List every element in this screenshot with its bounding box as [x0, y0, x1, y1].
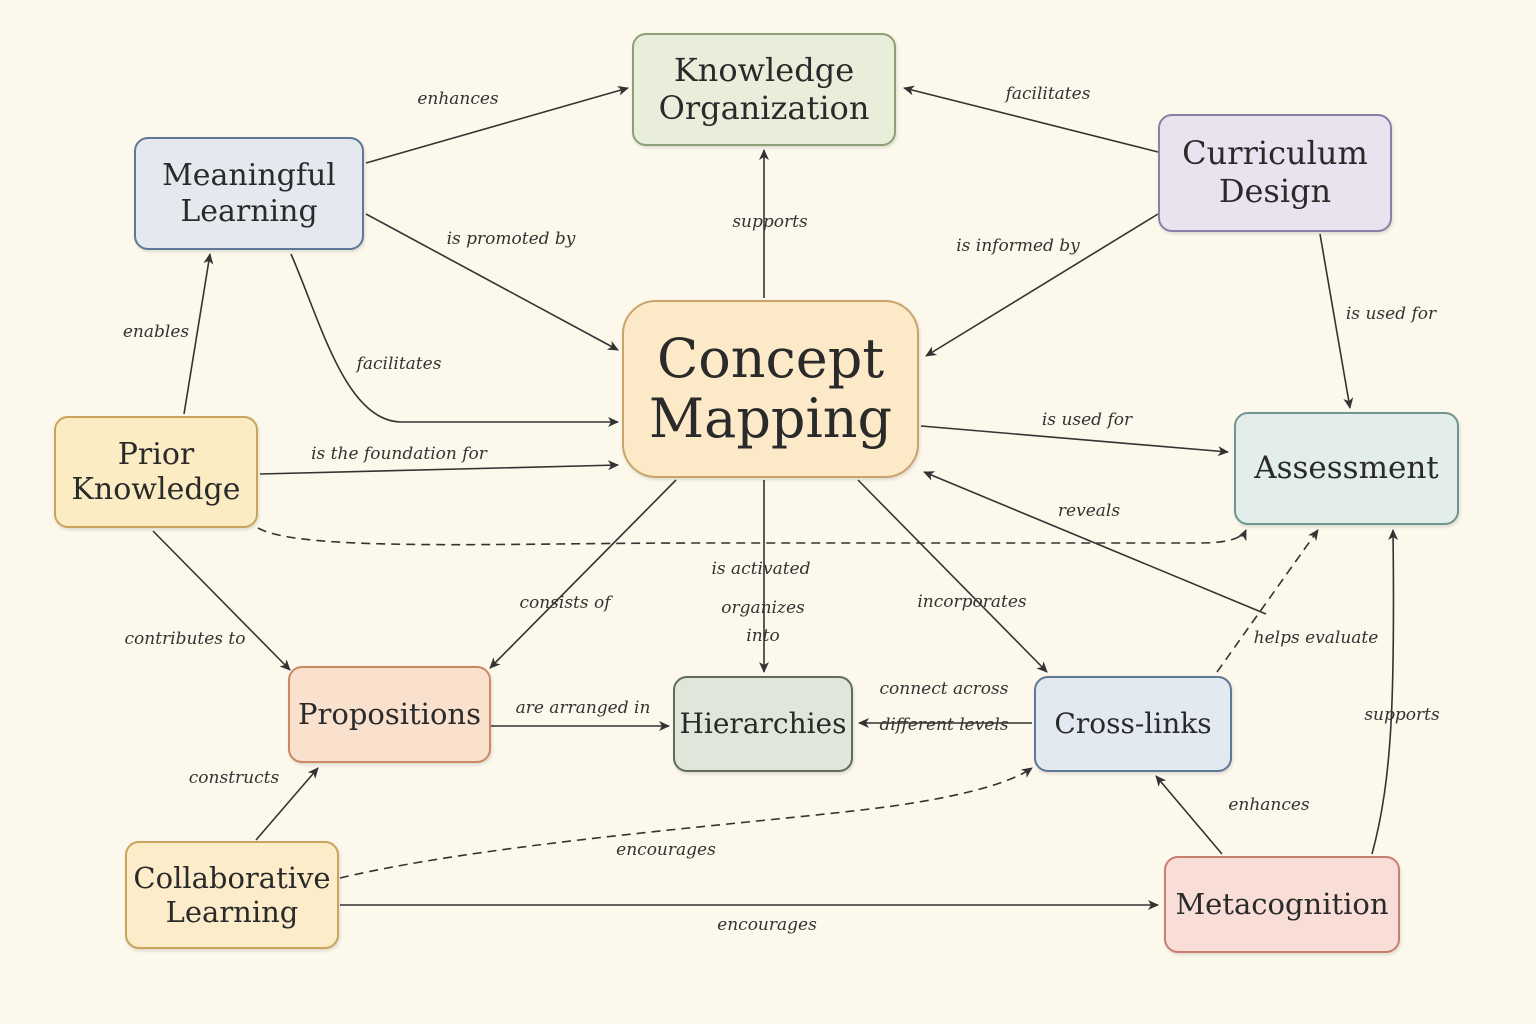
edge-label: is used for — [1042, 410, 1133, 430]
edge-meaningful-to-concept — [290, 253, 619, 427]
node-collaborative: Collaborative Learning — [125, 841, 339, 949]
node-label: Collaborative Learning — [133, 860, 331, 929]
edge-prior-to-concept — [259, 460, 619, 475]
edge-label: consists of — [519, 593, 613, 613]
node-label: Concept Mapping — [648, 326, 893, 450]
node-label: Propositions — [298, 697, 481, 732]
node-label: Knowledge Organization — [658, 50, 870, 127]
node-curriculum: Curriculum Design — [1158, 114, 1392, 232]
node-label: Hierarchies — [679, 707, 847, 741]
node-meaningful: Meaningful Learning — [134, 137, 364, 250]
edge-label: constructs — [189, 768, 280, 788]
edge-label: encourages — [717, 915, 817, 935]
edge-curriculum-to-concept — [925, 213, 1159, 357]
edge-crosslinks-to-assessment — [1216, 529, 1319, 673]
node-propositions: Propositions — [288, 666, 491, 763]
edge-concept-to-assessment — [920, 425, 1229, 457]
edge-label: supports — [732, 212, 808, 232]
edge-label: enables — [123, 322, 190, 342]
edge-prior-to-propositions — [152, 530, 291, 671]
node-label: Assessment — [1254, 450, 1439, 487]
edge-label: is informed by — [956, 236, 1080, 256]
node-metacognition: Metacognition — [1164, 856, 1400, 953]
edge-label: enhances — [417, 89, 499, 109]
edge-meaningful-to-knowledge_org — [365, 85, 629, 164]
node-knowledge-org: Knowledge Organization — [632, 33, 896, 146]
node-concept: Concept Mapping — [622, 300, 919, 478]
edge-label: enhances — [1228, 795, 1310, 815]
node-label: Meaningful Learning — [162, 158, 336, 229]
edge-meaningful-to-concept — [365, 213, 619, 351]
edge-label: is the foundation for — [311, 444, 488, 464]
edge-label: incorporates — [917, 592, 1027, 612]
edge-metacognition-to-crosslinks — [1155, 775, 1223, 855]
edge-label: is promoted by — [447, 229, 576, 249]
edge-label: contributes to — [124, 629, 245, 649]
edge-curriculum-to-knowledge_org — [903, 85, 1159, 153]
edge-concept-to-crosslinks — [857, 479, 1048, 673]
edge-concept-to-propositions — [489, 479, 677, 669]
node-assessment: Assessment — [1234, 412, 1459, 525]
edge-label: facilitates — [355, 354, 442, 374]
node-prior: Prior Knowledge — [54, 416, 258, 528]
edge-label: is activated — [711, 559, 810, 579]
edge-label: are arranged in — [516, 698, 651, 718]
edge-prior-to-assessment — [257, 527, 1247, 546]
edge-label: helps evaluate — [1254, 628, 1379, 648]
edge-curriculum-to-assessment — [1319, 233, 1354, 409]
node-label: Prior Knowledge — [71, 436, 241, 507]
edge-label: reveals — [1058, 501, 1120, 521]
node-label: Cross-links — [1054, 707, 1212, 741]
node-label: Curriculum Design — [1182, 134, 1368, 210]
edge-metacognition-to-concept — [923, 471, 1267, 615]
edge-label: encourages — [616, 840, 716, 860]
edge-collaborative-to-propositions — [255, 767, 319, 841]
edge-collaborative-to-crosslinks — [339, 767, 1033, 879]
edge-label: facilitates — [1004, 84, 1091, 104]
edge-label: is used for — [1346, 304, 1437, 324]
node-label: Metacognition — [1175, 887, 1389, 922]
edge-label: supports — [1364, 705, 1440, 725]
node-crosslinks: Cross-links — [1034, 676, 1232, 772]
node-hierarchies: Hierarchies — [673, 676, 853, 772]
edge-metacognition-to-assessment — [1371, 529, 1399, 855]
edge-prior-to-meaningful — [183, 253, 214, 415]
